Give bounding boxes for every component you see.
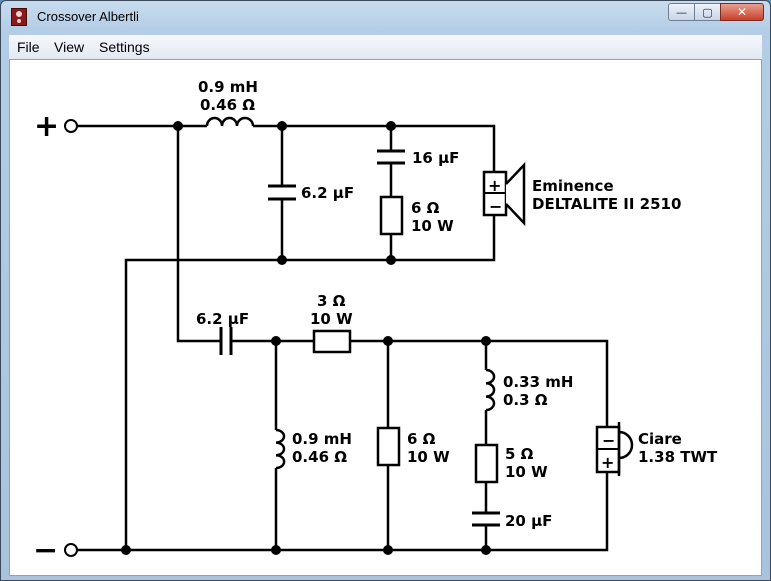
tweeter-shunt-resistor-symbol [376,426,401,467]
close-button[interactable]: ✕ [720,3,764,21]
woofer-series-cap-value: 16 µF [412,149,459,167]
woofer-shunt-cap-value: 6.2 µF [301,184,354,202]
tweeter-series-cap-symbol [219,327,233,355]
schematic-canvas: + − + − − + 0.9 mH 0.46 Ω [9,59,762,576]
tweeter-plus-sign: + [601,453,614,472]
resistor-symbols [312,195,499,484]
title-bar[interactable]: Crossover Albertli — ▢ ✕ [1,1,770,35]
tweeter-shunt-inductor-value: 0.9 mH [292,430,352,448]
woofer-speaker-model: DELTALITE II 2510 [532,195,681,213]
window-title: Crossover Albertli [37,9,139,24]
maximize-button[interactable]: ▢ [694,3,720,21]
tweeter-shunt-inductor-symbol [275,428,286,470]
tweeter-series-resistor-value: 3 Ω [317,292,346,310]
plus-terminal[interactable] [64,119,78,133]
tweeter-shunt-resistor-value: 6 Ω [407,430,436,448]
woofer-plus-sign: + [488,176,501,195]
woofer-inductor-resistance: 0.46 Ω [200,96,255,114]
input-terminals: + − [33,109,78,568]
tweeter-shunt-resistor-power: 10 W [407,448,450,466]
minus-terminal-label: − [33,533,58,568]
woofer-minus-sign: − [489,197,502,216]
woofer-resistor-symbol [379,195,404,236]
menu-bar: File View Settings [9,35,762,60]
notch-resistor-value: 5 Ω [505,445,534,463]
caption-buttons: — ▢ ✕ [668,3,764,23]
notch-cap-value: 20 µF [505,512,552,530]
woofer-series-cap-symbol [377,149,405,165]
tweeter-series-cap-value: 6.2 µF [196,310,249,328]
inductor-symbols [205,116,496,470]
woofer-inductor-symbol [205,116,255,127]
close-icon: ✕ [736,5,748,19]
notch-inductor-symbol [485,368,496,412]
minimize-icon: — [676,5,687,19]
minimize-button[interactable]: — [668,3,694,21]
tweeter-speaker[interactable]: − + [595,422,634,476]
tweeter-speaker-model: 1.38 TWT [638,448,718,466]
woofer-speaker[interactable]: + − [482,161,526,227]
woofer-resistor-power: 10 W [411,217,454,235]
notch-inductor-resistance: 0.3 Ω [503,391,548,409]
minus-terminal[interactable] [64,543,78,557]
woofer-shunt-cap-symbol [268,184,296,201]
junction-dots [121,121,491,555]
woofer-resistor-value: 6 Ω [411,199,440,217]
tweeter-speaker-brand: Ciare [638,430,682,448]
menu-view[interactable]: View [54,39,85,55]
tweeter-series-resistor-power: 10 W [310,310,353,328]
menu-settings[interactable]: Settings [99,39,150,55]
capacitor-symbols [219,149,500,527]
woofer-speaker-brand: Eminence [532,177,614,195]
menu-file[interactable]: File [17,39,40,55]
notch-resistor-symbol [474,443,499,484]
notch-cap-symbol [472,511,500,527]
plus-terminal-label: + [34,109,59,144]
notch-resistor-power: 10 W [505,463,548,481]
woofer-inductor-value: 0.9 mH [198,78,258,96]
tweeter-minus-sign: − [602,431,615,450]
notch-inductor-value: 0.33 mH [503,373,573,391]
speaker-app-icon[interactable] [11,8,27,26]
tweeter-series-resistor-symbol [312,329,352,354]
tweeter-shunt-inductor-resistance: 0.46 Ω [292,448,347,466]
maximize-icon: ▢ [702,5,713,19]
crossover-schematic: + − + − − + 0.9 mH 0.46 Ω [33,78,718,568]
